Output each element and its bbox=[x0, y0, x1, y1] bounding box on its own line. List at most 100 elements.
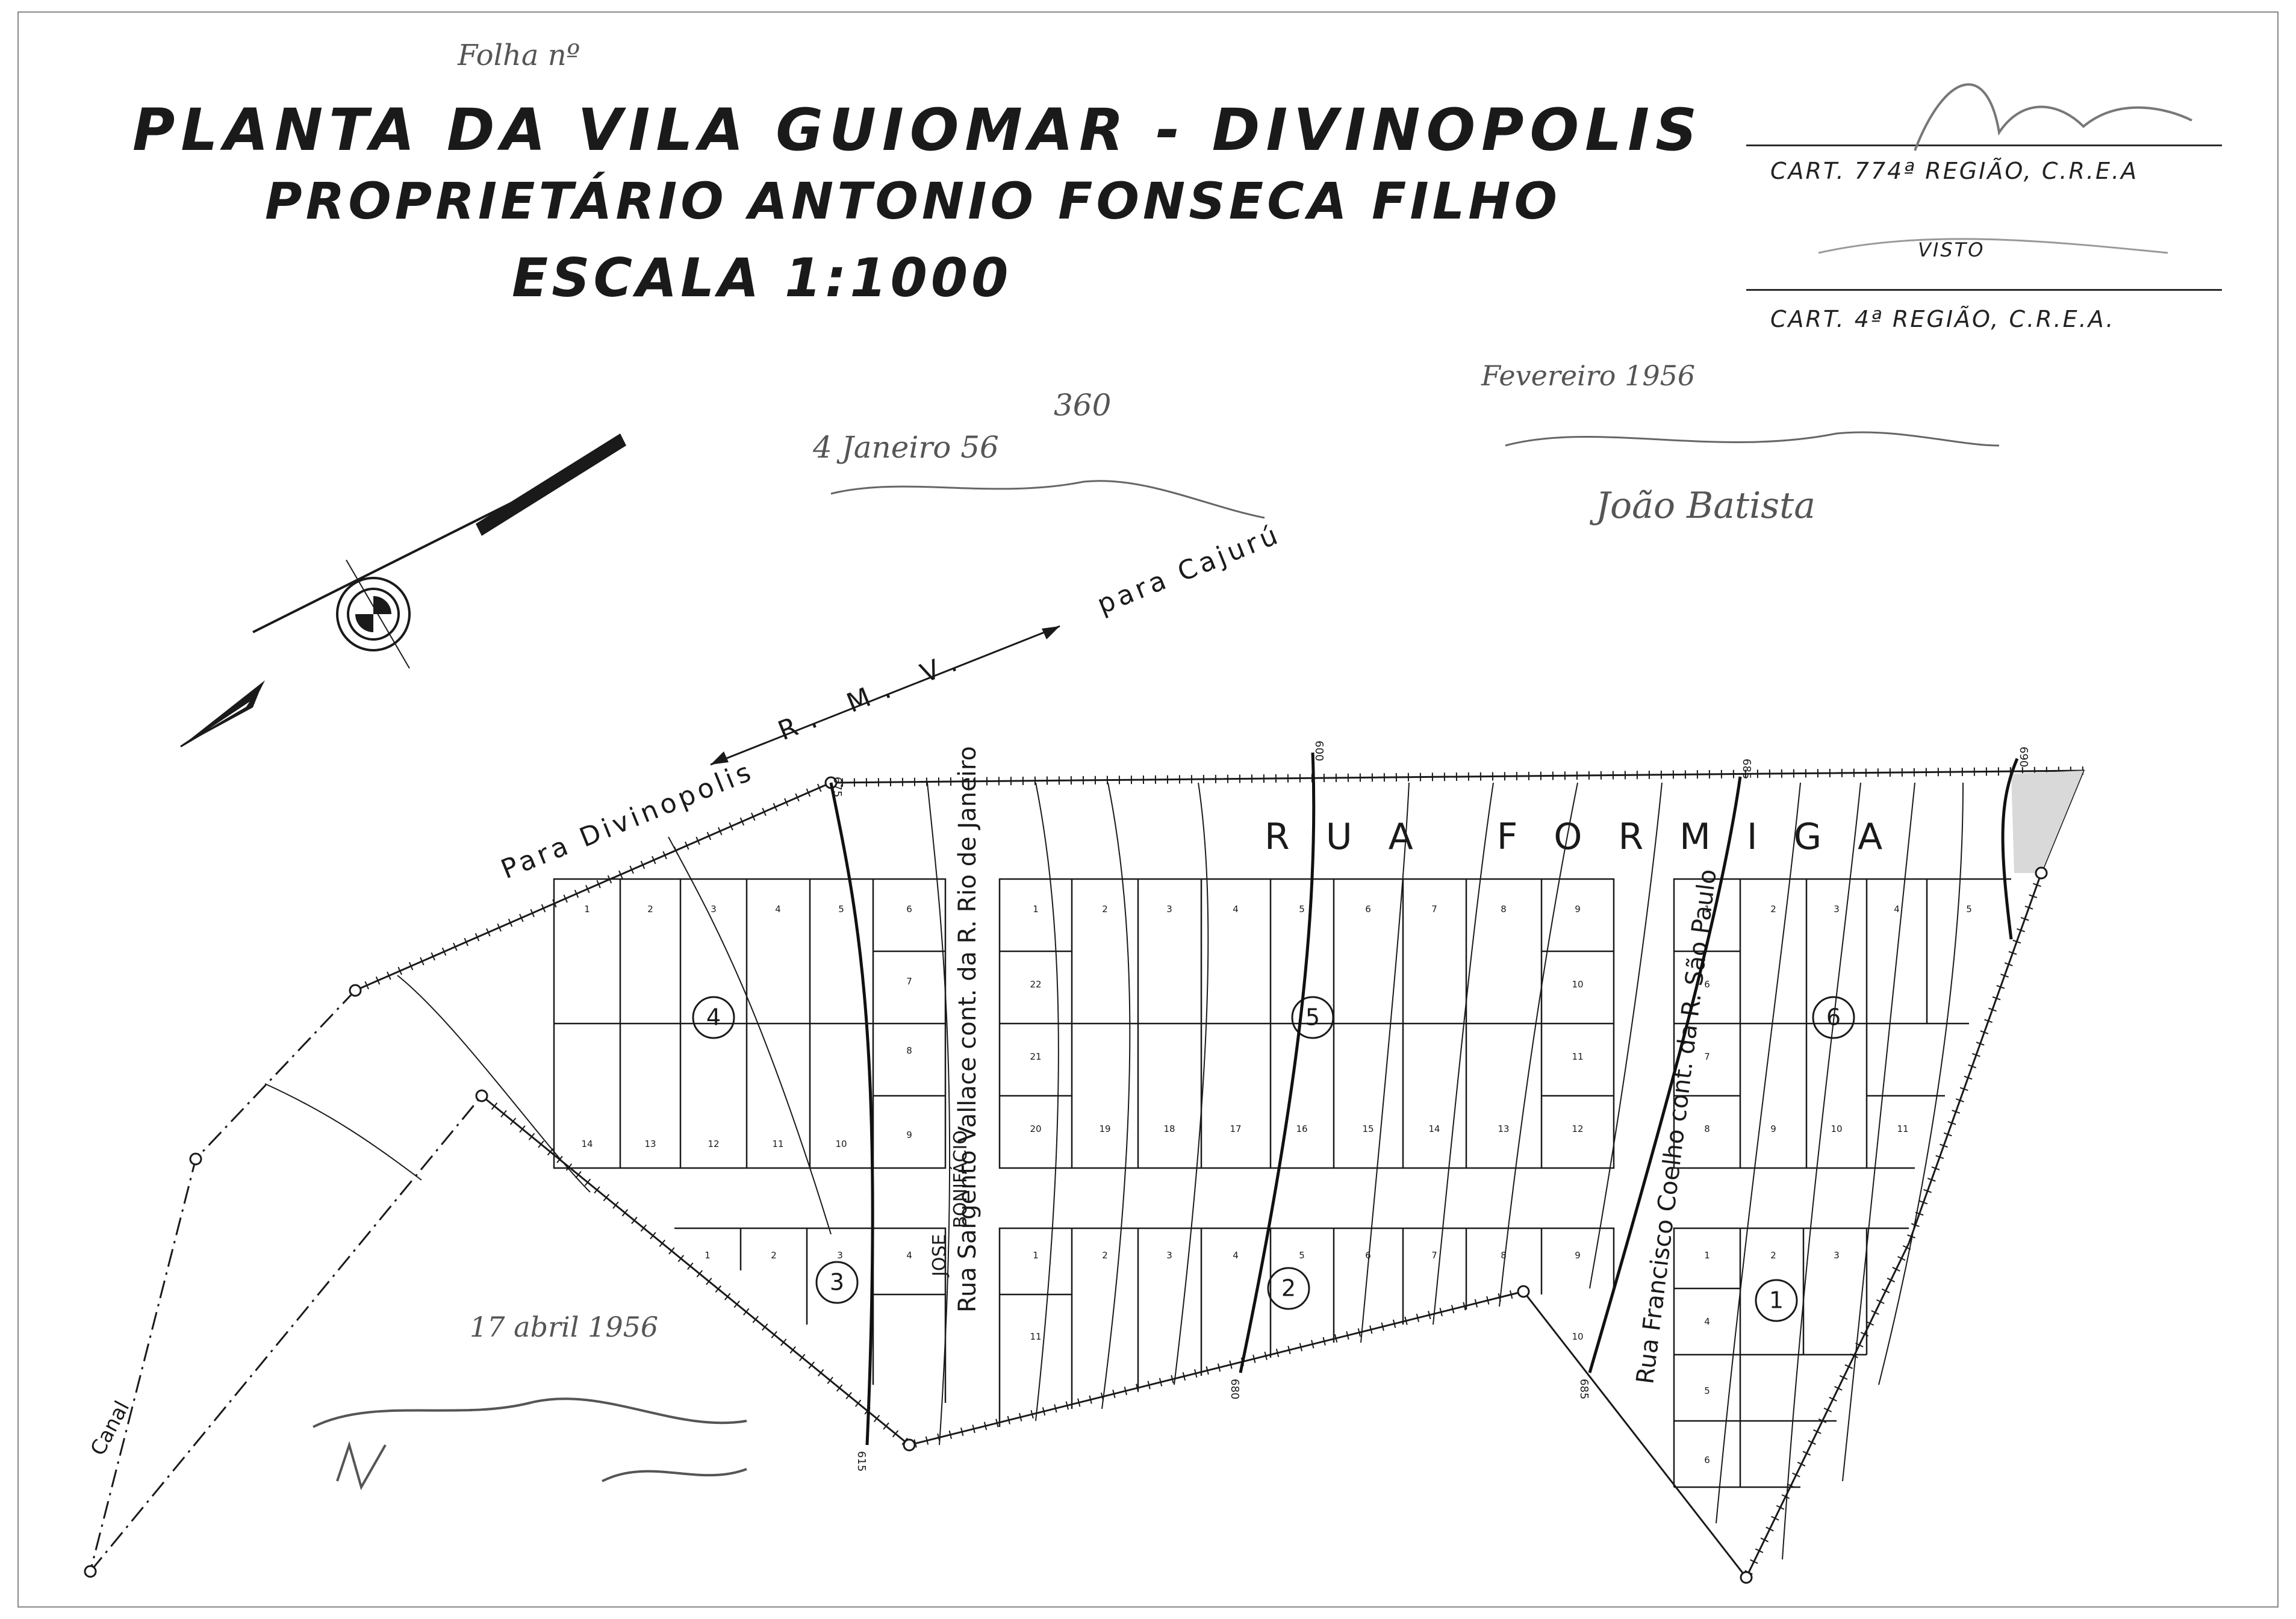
property-boundary bbox=[353, 766, 2085, 1580]
block-4 bbox=[553, 878, 947, 1169]
lot-6-8: 8 bbox=[1704, 1123, 1710, 1134]
handwritten-note-number: 360 bbox=[1054, 388, 1111, 423]
sheet-border bbox=[17, 11, 2279, 1608]
lot-4-2: 2 bbox=[647, 904, 653, 915]
lot-6-1: 1 bbox=[1704, 904, 1710, 915]
block-1 bbox=[1673, 1227, 1909, 1488]
handwritten-note-b-name: João Batista bbox=[1589, 485, 1815, 527]
contour-lines bbox=[264, 782, 1964, 1560]
lot-4-5: 5 bbox=[838, 904, 844, 915]
lot-2-6: 6 bbox=[1365, 1250, 1371, 1261]
lot-5-16: 16 bbox=[1296, 1123, 1307, 1134]
lot-2-1: 1 bbox=[1033, 1250, 1039, 1261]
lot-3-1: 1 bbox=[705, 1250, 711, 1261]
signature-note-a bbox=[830, 480, 1265, 519]
lot-5-11: 11 bbox=[1572, 1051, 1583, 1062]
lot-5-22: 22 bbox=[1030, 979, 1041, 990]
lot-5-3: 3 bbox=[1166, 904, 1172, 915]
block-1-marker bbox=[1755, 1279, 1798, 1322]
handwritten-note-b-date: Fevereiro 1956 bbox=[1481, 359, 1695, 392]
block-5-number: 5 bbox=[1305, 1004, 1320, 1031]
lot-6-3: 3 bbox=[1834, 904, 1840, 915]
lot-6-10: 10 bbox=[1831, 1123, 1842, 1134]
lot-2-5: 5 bbox=[1299, 1250, 1305, 1261]
block-6 bbox=[1673, 878, 2011, 1169]
block-3-number: 3 bbox=[830, 1269, 844, 1296]
contour-label-690: 690 bbox=[2017, 747, 2030, 767]
lot-1-2: 2 bbox=[1770, 1250, 1776, 1261]
lot-5-21: 21 bbox=[1030, 1051, 1041, 1062]
handwritten-bottom-date: 17 abril 1956 bbox=[470, 1311, 658, 1343]
lot-1-1: 1 bbox=[1704, 1250, 1710, 1261]
lot-4-14: 14 bbox=[581, 1139, 593, 1149]
lot-5-15: 15 bbox=[1362, 1123, 1374, 1134]
contour-lines-bold bbox=[829, 752, 2019, 1446]
label-rua-sargento: Rua Sargento Vallace cont. da R. Rio de … bbox=[954, 746, 982, 1313]
signature-bottom-2 bbox=[602, 1468, 747, 1482]
lot-4-7: 7 bbox=[906, 976, 912, 987]
label-rua-jose: JOSE bbox=[929, 1234, 950, 1278]
lot-2-3: 3 bbox=[1166, 1250, 1172, 1261]
signature-stamp-scribble bbox=[1914, 83, 2192, 151]
lot-5-9: 9 bbox=[1575, 904, 1581, 915]
railway-rmv bbox=[710, 625, 1060, 766]
lot-1-6: 6 bbox=[1704, 1455, 1710, 1465]
block-2-marker bbox=[1267, 1267, 1310, 1310]
block-4-number: 4 bbox=[706, 1004, 721, 1031]
label-rua-formiga: RUA FORMIGA bbox=[1265, 816, 1918, 858]
signature-note-b bbox=[1505, 431, 2000, 447]
lot-4-13: 13 bbox=[644, 1139, 656, 1149]
block-1-number: 1 bbox=[1769, 1287, 1784, 1314]
stamp-crea-1: CART. 774ª REGIÃO, C.R.E.A bbox=[1770, 158, 2139, 184]
lot-5-2: 2 bbox=[1102, 904, 1108, 915]
lot-2-10: 10 bbox=[1572, 1331, 1583, 1342]
block-6-marker bbox=[1812, 996, 1855, 1039]
label-rua-bonifacio: BONIFÁCIO bbox=[950, 1130, 971, 1228]
lot-1-5: 5 bbox=[1704, 1385, 1710, 1396]
block-2 bbox=[998, 1227, 1615, 1427]
lot-5-5: 5 bbox=[1299, 904, 1305, 915]
lot-4-12: 12 bbox=[708, 1139, 719, 1149]
block-5-marker bbox=[1291, 996, 1334, 1039]
handwritten-folha-note: Folha nº bbox=[457, 39, 580, 72]
lot-5-19: 19 bbox=[1099, 1123, 1110, 1134]
lot-5-18: 18 bbox=[1163, 1123, 1175, 1134]
traverse-lines bbox=[89, 989, 483, 1572]
label-para-cajuru: para Cajurú bbox=[1093, 519, 1285, 621]
lot-5-8: 8 bbox=[1501, 904, 1507, 915]
lot-6-5: 5 bbox=[1966, 904, 1972, 915]
lot-6-2: 2 bbox=[1770, 904, 1776, 915]
lot-1-3: 3 bbox=[1834, 1250, 1840, 1261]
lot-5-13: 13 bbox=[1498, 1123, 1509, 1134]
lot-4-9: 9 bbox=[906, 1130, 912, 1140]
map-owner: PROPRIETÁRIO ANTONIO FONSECA FILHO bbox=[265, 172, 1561, 231]
label-canal: Canal bbox=[86, 1397, 135, 1459]
lot-5-4: 4 bbox=[1233, 904, 1239, 915]
lot-5-10: 10 bbox=[1572, 979, 1583, 990]
lot-5-12: 12 bbox=[1572, 1123, 1583, 1134]
lot-3-4: 4 bbox=[906, 1250, 912, 1261]
lot-1-4: 4 bbox=[1704, 1316, 1710, 1327]
lot-2-11: 11 bbox=[1030, 1331, 1041, 1342]
lot-3-3: 3 bbox=[837, 1250, 843, 1261]
signature-bottom-3 bbox=[336, 1441, 387, 1491]
lot-5-7: 7 bbox=[1431, 904, 1437, 915]
lot-5-20: 20 bbox=[1030, 1123, 1041, 1134]
lot-4-8: 8 bbox=[906, 1045, 912, 1056]
lot-2-2: 2 bbox=[1102, 1250, 1108, 1261]
lot-2-8: 8 bbox=[1501, 1250, 1507, 1261]
lot-5-1: 1 bbox=[1033, 904, 1039, 915]
stamp-rule-top bbox=[1746, 144, 2222, 146]
lot-5-17: 17 bbox=[1230, 1123, 1241, 1134]
shaded-corner-area bbox=[2011, 771, 2083, 873]
lot-6-6: 6 bbox=[1704, 979, 1710, 990]
railway-label: R. M. V. bbox=[774, 642, 974, 747]
lot-4-6: 6 bbox=[906, 904, 912, 915]
signature-bottom-1 bbox=[313, 1397, 747, 1428]
block-3-marker bbox=[815, 1261, 859, 1304]
label-para-divinopolis: Para Divinopolis bbox=[497, 756, 758, 885]
stamp-visto: VISTO bbox=[1918, 238, 1985, 261]
lot-6-9: 9 bbox=[1770, 1123, 1776, 1134]
